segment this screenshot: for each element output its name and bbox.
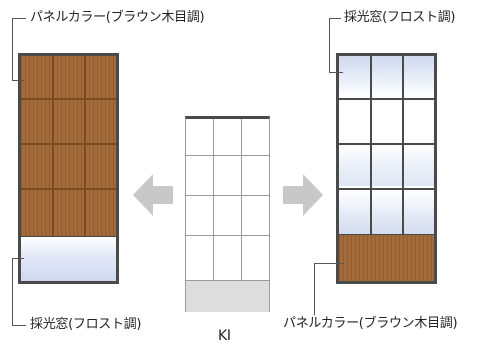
left-door-frosted-window — [21, 237, 116, 281]
left-door-rail — [21, 188, 116, 190]
left-panel-leader-tick — [12, 80, 24, 81]
center-door-rail — [186, 155, 269, 156]
right-window-leader-tick — [329, 72, 343, 73]
left-panel-color-label: パネルカラー(ブラウン木目調) — [30, 10, 205, 25]
right-door-frosted-area — [339, 56, 434, 234]
right-door-wood-panel — [339, 235, 434, 281]
right-door-frost-band — [339, 146, 434, 186]
right-panel-leader-tick — [314, 263, 344, 264]
left-window-leader-tick — [12, 258, 24, 259]
right-door-frost-band — [339, 56, 434, 96]
left-door-wood-area — [21, 56, 116, 236]
right-panel-leader-vertical — [314, 263, 315, 315]
left-window-leader-vertical — [12, 258, 13, 326]
center-door-rail — [186, 235, 269, 236]
center-door-mullion — [213, 119, 214, 280]
right-window-leader-horizontal — [329, 18, 341, 19]
right-door-frost-band — [339, 191, 434, 234]
center-door-base-panel — [186, 280, 269, 312]
left-door-rail — [21, 143, 116, 145]
left-window-label: 採光窓(フロスト調) — [30, 317, 142, 332]
center-door — [185, 116, 270, 312]
left-door-mullion — [52, 56, 54, 236]
arrow-left-icon — [133, 174, 173, 216]
right-window-leader-vertical — [329, 18, 330, 72]
right-door-rail — [339, 143, 434, 145]
right-window-label: 採光窓(フロスト調) — [344, 10, 456, 25]
left-door-mullion — [84, 56, 86, 236]
center-door-rail — [186, 195, 269, 196]
left-door — [18, 53, 119, 284]
center-door-mullion — [241, 119, 242, 280]
left-window-leader-horizontal — [12, 325, 26, 326]
left-panel-leader-horizontal — [12, 18, 26, 19]
right-door-rail — [339, 188, 434, 190]
right-door-rail — [339, 98, 434, 100]
right-door — [336, 53, 437, 284]
right-door-mullion — [402, 56, 404, 234]
left-panel-leader-vertical — [12, 18, 13, 80]
right-panel-color-label: パネルカラー(ブラウン木目調) — [283, 316, 458, 331]
arrow-right-icon — [283, 174, 323, 216]
right-door-mullion — [370, 56, 372, 234]
left-door-rail — [21, 98, 116, 100]
center-caption: KI — [218, 328, 231, 344]
